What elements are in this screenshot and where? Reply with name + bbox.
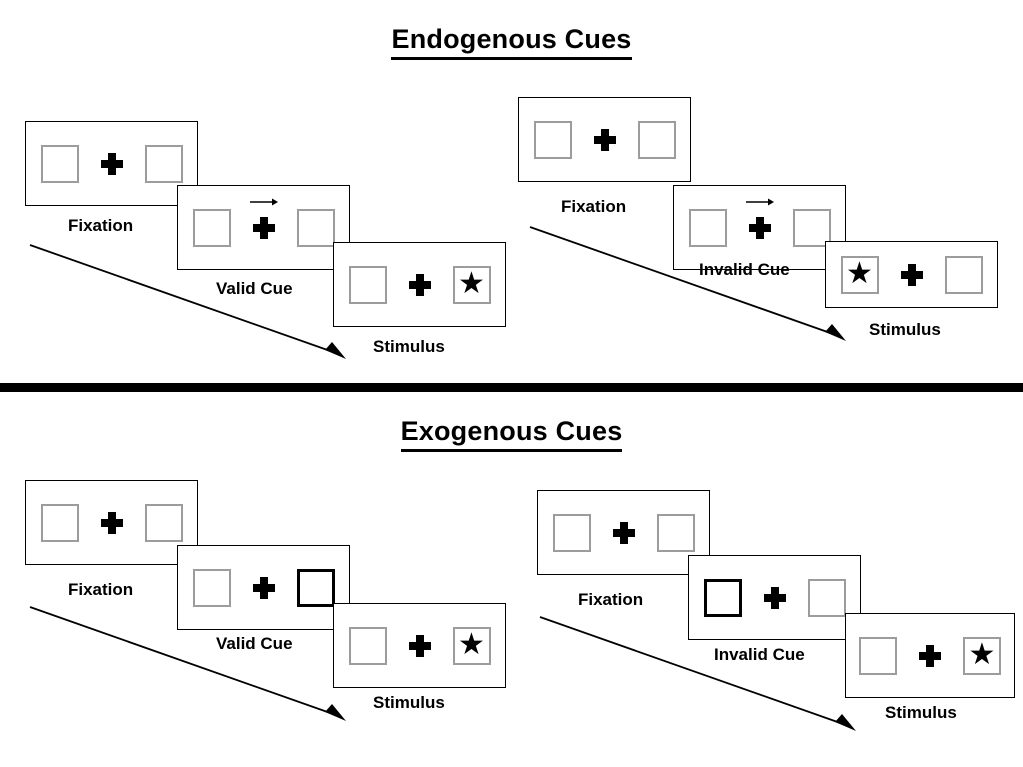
label-endogenous-invalid-cue: Invalid Cue xyxy=(699,260,790,279)
box-right xyxy=(944,255,983,294)
panel-exogenous-valid-fixation xyxy=(25,480,198,565)
cue-stack xyxy=(249,198,278,239)
panel-content xyxy=(689,556,860,639)
box-right xyxy=(296,208,335,247)
panel-exogenous-invalid-stimulus: ★ xyxy=(845,613,1015,698)
panel-content xyxy=(178,546,349,629)
label-exogenous-invalid-fixation: Fixation xyxy=(578,590,644,609)
fixation-cross-icon xyxy=(408,634,431,657)
fixation-cross-icon xyxy=(763,586,786,609)
label-exogenous-invalid-stimulus: Stimulus xyxy=(885,703,957,722)
fixation-cross-icon xyxy=(900,263,923,286)
fixation-cross-icon xyxy=(100,511,123,534)
panel-content xyxy=(519,98,690,181)
time-flow-arrow-exogenous-valid xyxy=(29,606,346,721)
fixation-cross-icon xyxy=(593,128,616,151)
panel-endogenous-invalid-stimulus: ★ xyxy=(825,241,998,308)
panel-content: ★ xyxy=(334,604,505,687)
box-right xyxy=(656,513,695,552)
box-right xyxy=(144,144,183,183)
panel-exogenous-invalid-fixation xyxy=(537,490,710,575)
target-star-icon: ★ xyxy=(846,256,873,290)
label-exogenous-valid-fixation: Fixation xyxy=(68,580,134,599)
panel-content xyxy=(538,491,709,574)
panel-exogenous-valid-stimulus: ★ xyxy=(333,603,506,688)
section-title-exogenous: Exogenous Cues xyxy=(0,416,1023,452)
fixation-cross-icon xyxy=(408,273,431,296)
label-endogenous-invalid-fixation: Fixation xyxy=(561,197,627,216)
box-left xyxy=(192,208,231,247)
box-left xyxy=(533,120,572,159)
section-title-text: Exogenous Cues xyxy=(400,416,623,452)
label-endogenous-valid-fixation: Fixation xyxy=(68,216,134,235)
box-right xyxy=(144,503,183,542)
fixation-cross-icon xyxy=(252,216,275,239)
panel-content: ★ xyxy=(826,242,997,307)
panel-content xyxy=(178,186,349,269)
panel-endogenous-invalid-cue xyxy=(673,185,846,270)
panel-endogenous-invalid-fixation xyxy=(518,97,691,182)
section-title-text: Endogenous Cues xyxy=(391,24,632,60)
section-exogenous: Exogenous Cues Fixation Valid Cue xyxy=(0,392,1023,767)
box-left-target: ★ xyxy=(840,255,879,294)
box-right-target: ★ xyxy=(963,636,1001,675)
label-endogenous-valid-cue: Valid Cue xyxy=(216,279,293,298)
box-left xyxy=(348,626,387,665)
panel-endogenous-valid-fixation xyxy=(25,121,198,206)
box-left xyxy=(859,636,897,675)
time-flow-arrow-endogenous-valid xyxy=(29,244,346,359)
section-endogenous: Endogenous Cues Fixation Valid xyxy=(0,24,1023,359)
box-left-cued xyxy=(703,578,742,617)
label-exogenous-valid-cue: Valid Cue xyxy=(216,634,293,653)
box-right-cued xyxy=(296,568,335,607)
label-exogenous-invalid-cue: Invalid Cue xyxy=(714,645,805,664)
target-star-icon: ★ xyxy=(968,637,996,671)
box-left xyxy=(688,208,727,247)
target-star-icon: ★ xyxy=(458,627,485,661)
arrow-right-cue-icon xyxy=(745,198,774,205)
panel-content xyxy=(26,122,197,205)
section-title-endogenous: Endogenous Cues xyxy=(0,24,1023,60)
section-divider xyxy=(0,383,1023,392)
box-right-target: ★ xyxy=(452,626,491,665)
panel-content xyxy=(26,481,197,564)
fixation-cross-icon xyxy=(612,521,635,544)
box-right-target: ★ xyxy=(452,265,491,304)
fixation-cross-icon xyxy=(252,576,275,599)
box-right xyxy=(792,208,831,247)
label-endogenous-invalid-stimulus: Stimulus xyxy=(869,320,941,339)
panel-exogenous-invalid-cue xyxy=(688,555,861,640)
box-left xyxy=(192,568,231,607)
cue-stack xyxy=(745,198,774,239)
panel-endogenous-valid-stimulus: ★ xyxy=(333,242,506,327)
box-right xyxy=(807,578,846,617)
fixation-cross-icon xyxy=(100,152,123,175)
time-flow-arrow-endogenous-invalid xyxy=(529,226,846,341)
box-left xyxy=(40,144,79,183)
panel-endogenous-valid-cue xyxy=(177,185,350,270)
panel-content xyxy=(674,186,845,269)
panel-content: ★ xyxy=(334,243,505,326)
fixation-cross-icon xyxy=(919,644,941,667)
panel-exogenous-valid-cue xyxy=(177,545,350,630)
box-left xyxy=(40,503,79,542)
arrow-right-cue-icon xyxy=(249,198,278,205)
box-right xyxy=(637,120,676,159)
box-left xyxy=(348,265,387,304)
label-endogenous-valid-stimulus: Stimulus xyxy=(373,337,445,356)
fixation-cross-icon xyxy=(748,216,771,239)
panel-content: ★ xyxy=(846,614,1014,697)
label-exogenous-valid-stimulus: Stimulus xyxy=(373,693,445,712)
time-flow-arrow-exogenous-invalid xyxy=(539,616,856,731)
box-left xyxy=(552,513,591,552)
target-star-icon: ★ xyxy=(458,266,485,300)
